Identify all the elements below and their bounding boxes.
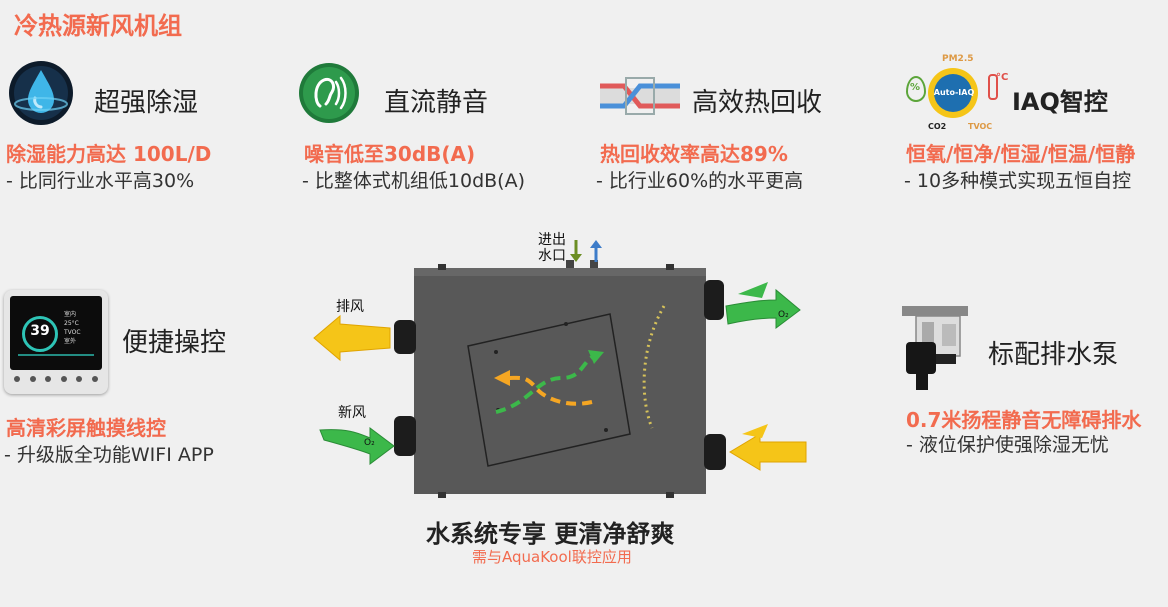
feature-detail: - 比行业60%的水平更高 [596,170,804,192]
feature-highlight: 恒氧/恒净/恒湿/恒温/恒静 [906,142,1136,166]
screen-row-4: 室外 [64,338,77,345]
touch-panel-icon: 39 室内 25°C TVOC 室外 [4,290,108,394]
feature-detail: - 升级版全功能WIFI APP [4,444,214,466]
feature-pump: 标配排水泵 0.7米扬程静音无障碍排水 - 液位保护使强除湿无忧 [892,300,1168,460]
diagram-subcaption: 需与AquaKool联控应用 [472,548,632,566]
iaq-badge-text: Auto-IAQ [933,88,975,97]
water-label-line-1: 进出 [538,232,566,248]
o2-label-supply: O₂ [778,310,789,320]
diagram-caption: 水系统专享 更清净舒爽 [426,520,675,548]
iaq-sensor-icon: PM2.5 Auto-IAQ % °C CO2 TVOC [904,52,1008,132]
feature-detail: - 10多种模式实现五恒自控 [904,170,1132,192]
screen-temperature: 39 [30,323,50,339]
feature-control: 39 室内 25°C TVOC 室外 便捷操控 高清彩屏触摸线控 - 升级版全功… [0,288,300,468]
feature-detail: - 比整体式机组低10dB(A) [302,170,525,192]
feature-title: 超强除湿 [94,88,199,118]
feature-highlight: 热回收效率高达89% [600,142,788,166]
feature-highlight: 除湿能力高达 100L/D [6,142,212,166]
feature-title: 高效热回收 [692,88,823,118]
ear-sound-icon [299,63,359,123]
feature-highlight: 高清彩屏触摸线控 [6,416,166,440]
feature-heat-recovery: 高效热回收 热回收效率高达89% - 比行业60%的水平更高 [594,58,884,198]
unit-diagram: 进出 水口 排风 新风 O₂ O₂ 水系统专享 更清净舒爽 需与AquaKool… [300,228,820,568]
humidity-label: % [910,82,921,93]
o2-label-fresh: O₂ [364,438,375,448]
exhaust-air-label: 排风 [336,299,364,315]
water-port-label: 进出 水口 [538,232,566,264]
feature-title: 直流静音 [384,88,489,118]
tvoc-label: TVOC [968,122,993,131]
screen-row-1: 室内 [64,311,77,318]
water-drop-icon [9,61,73,125]
fresh-air-unit-illustration [313,240,807,498]
feature-title: 标配排水泵 [988,340,1119,370]
co2-label: CO2 [928,122,947,131]
feature-quiet: 直流静音 噪音低至30dB(A) - 比整体式机组低10dB(A) [296,58,586,198]
feature-dehumidify: 超强除湿 除湿能力高达 100L/D - 比同行业水平高30% [0,58,280,198]
pm25-label: PM2.5 [942,54,974,64]
feature-highlight: 0.7米扬程静音无障碍排水 [906,408,1142,432]
temperature-label: °C [996,72,1009,83]
feature-title: IAQ智控 [1012,88,1108,116]
screen-row-2: 25°C [64,320,79,327]
feature-highlight: 噪音低至30dB(A) [304,142,476,166]
drain-pump-icon [902,306,968,390]
feature-detail: - 液位保护使强除湿无忧 [906,434,1109,456]
page-title: 冷热源新风机组 [14,12,182,40]
heat-exchanger-icon [600,77,680,115]
feature-title: 便捷操控 [122,328,227,358]
screen-row-3: TVOC [64,329,81,336]
fresh-air-label: 新风 [338,405,366,421]
water-label-line-2: 水口 [538,248,566,264]
feature-detail: - 比同行业水平高30% [6,170,195,192]
feature-iaq: PM2.5 Auto-IAQ % °C CO2 TVOC IAQ智控 恒氧/恒净… [898,52,1166,198]
